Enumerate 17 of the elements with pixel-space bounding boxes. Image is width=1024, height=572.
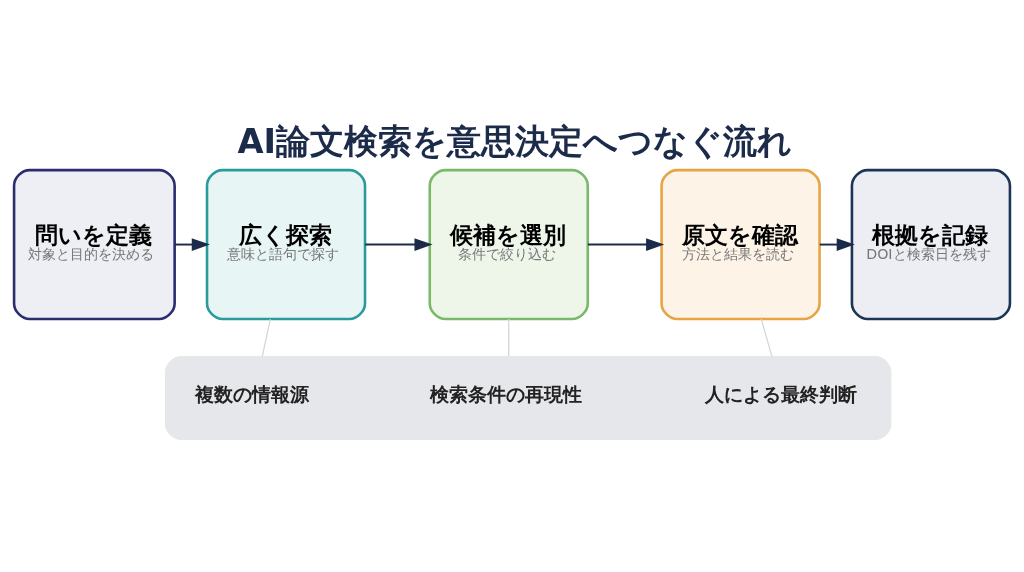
node-box: 問いを定義 対象と目的を決める xyxy=(12,168,176,321)
node-text: 人による最終判断 xyxy=(704,383,857,407)
connector xyxy=(760,318,773,358)
arrow xyxy=(364,238,433,251)
arrow xyxy=(173,238,210,251)
node-box: 根拠を記録 DOIと検索日を残す xyxy=(850,168,1012,321)
node-box: 広く探索 意味と語句で探す xyxy=(205,168,367,321)
arrow xyxy=(818,238,855,251)
diagram-title: AI論文検索を意思決定へつなぐ流れ xyxy=(237,122,793,161)
arrow xyxy=(587,238,665,251)
connector xyxy=(508,318,510,358)
cluster xyxy=(164,355,892,441)
node-box: 候補を選別 条件で絞り込む xyxy=(428,168,590,321)
connector xyxy=(261,318,271,358)
node-text: 複数の情報源 xyxy=(194,383,309,407)
node-text: 検索条件の再現性 xyxy=(430,383,583,407)
node-box: 原文を確認 方法と結果を読む xyxy=(660,168,821,321)
